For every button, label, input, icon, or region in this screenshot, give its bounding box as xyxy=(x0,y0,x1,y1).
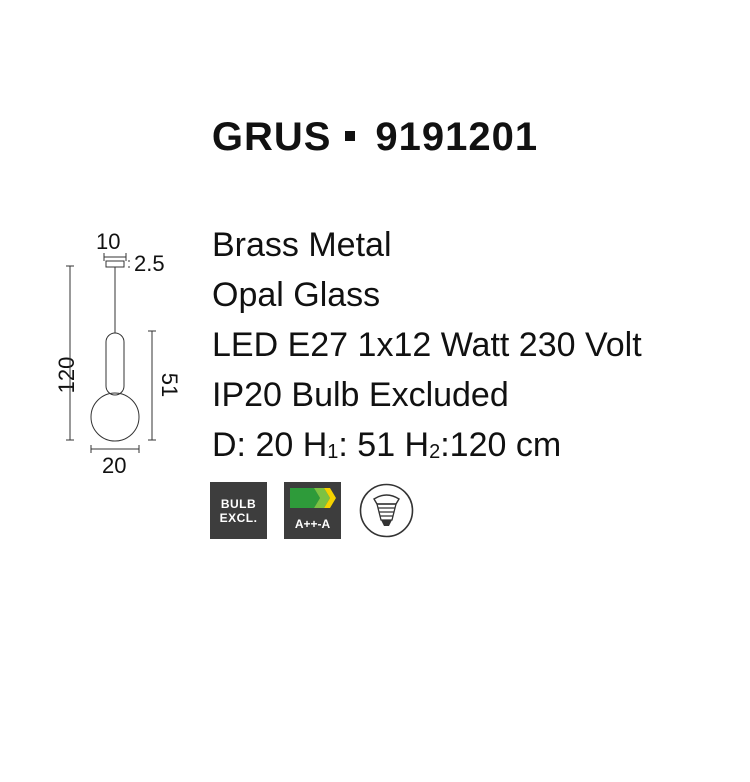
dims-h1-sub: 1 xyxy=(327,441,339,463)
spec-material: Brass Metal xyxy=(212,226,392,264)
canopy-height-label: 2.5 xyxy=(134,251,165,276)
bulb-badge-line1: BULB xyxy=(220,496,257,511)
dims-h2-sub: 2 xyxy=(429,441,441,463)
diameter-label: 20 xyxy=(102,453,126,478)
total-height-label: 120 xyxy=(54,357,79,394)
e27-socket-icon xyxy=(358,482,415,539)
spec-dimensions: D: 20 H1: 51 H2:120 cm xyxy=(212,420,642,470)
spec-light: LED E27 1x12 Watt 230 Volt xyxy=(212,326,642,364)
badge-row: BULB EXCL. A++-A xyxy=(210,482,415,539)
product-code: 9191201 xyxy=(375,115,539,159)
energy-class-badge: A++-A xyxy=(284,482,341,539)
product-title: GRUS 9191201 xyxy=(0,112,750,162)
title-separator xyxy=(345,131,356,142)
dims-mid: : 51 H xyxy=(338,426,430,464)
energy-class-label: A++-A xyxy=(294,517,331,531)
spec-rating: IP20 Bulb Excluded xyxy=(212,376,509,414)
product-name: GRUS xyxy=(211,115,332,159)
dims-prefix: D: 20 H xyxy=(212,426,328,464)
bulb-excluded-badge: BULB EXCL. xyxy=(210,482,267,539)
spec-glass: Opal Glass xyxy=(212,276,381,314)
canopy-width-label: 10 xyxy=(96,229,120,254)
energy-arrow-icon xyxy=(290,488,336,508)
dimension-drawing: 10 2.5 120 51 20 xyxy=(54,229,182,478)
shade-height-label: 51 xyxy=(157,373,182,397)
dims-suffix: :120 cm xyxy=(440,426,562,464)
bulb-badge-line2: EXCL. xyxy=(219,510,258,525)
spec-list: Brass Metal Opal Glass LED E27 1x12 Watt… xyxy=(212,220,642,470)
